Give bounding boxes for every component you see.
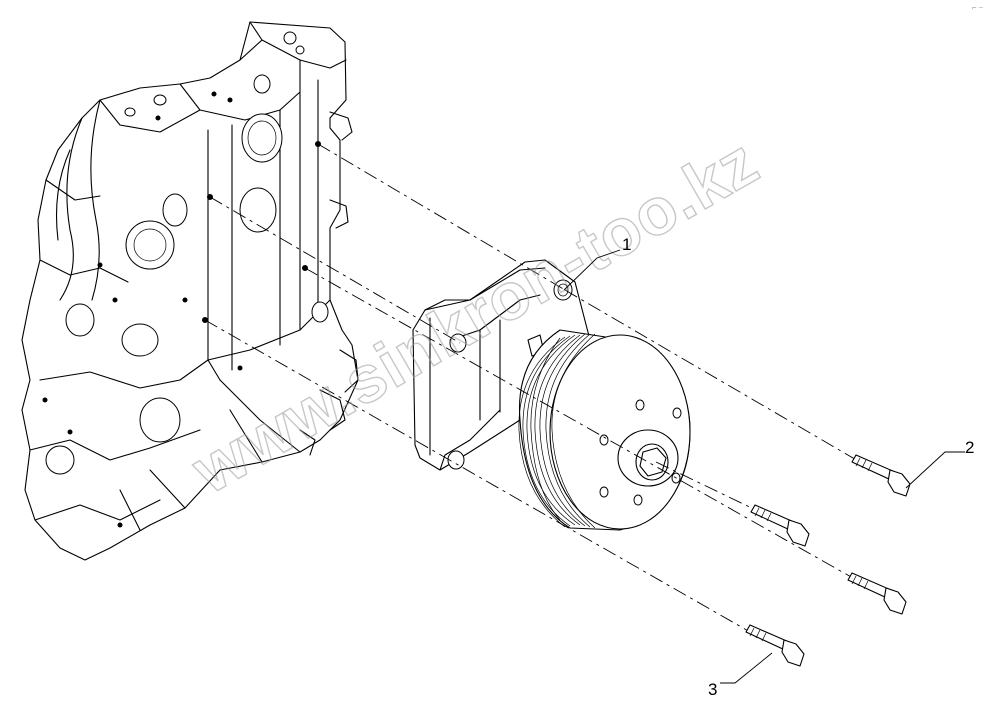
bolt-center <box>750 504 810 547</box>
bolt-lower-right <box>847 572 907 615</box>
callout-2-label: 2 <box>965 438 974 457</box>
water-pump <box>412 259 691 531</box>
bolt-upper-right <box>851 454 911 497</box>
bolt-bottom <box>745 624 805 667</box>
engine-block <box>21 21 359 561</box>
callout-1-label: 1 <box>622 235 631 254</box>
assembly-centerlines <box>204 143 866 633</box>
callout-1: 1 <box>563 235 631 291</box>
corner-mark: ⌐ ⎯ <box>972 3 983 12</box>
callout-3-label: 3 <box>708 680 717 699</box>
callout-3: 3 <box>708 652 773 699</box>
callout-2: 2 <box>905 438 974 489</box>
